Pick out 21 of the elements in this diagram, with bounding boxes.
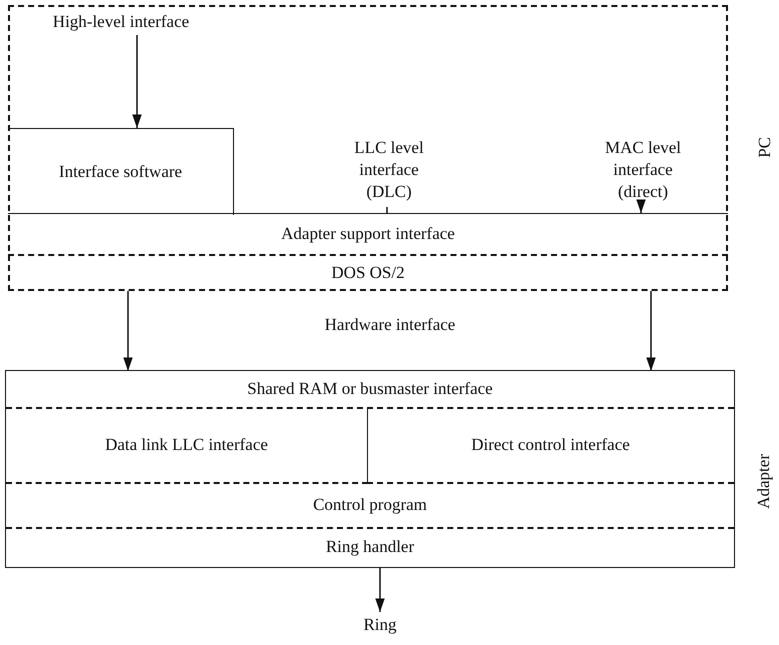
- interface-label: Ring: [350, 612, 410, 638]
- software-box: Interface software: [8, 128, 234, 215]
- layer-row: Shared RAM or busmaster interface: [6, 371, 734, 409]
- side-label: Adapter: [753, 454, 774, 509]
- connector-line: [386, 207, 388, 213]
- arrow: [375, 567, 385, 612]
- layer-row: Control program: [6, 483, 734, 529]
- side-label: PC: [754, 137, 775, 158]
- interface-label: High-level interface: [16, 9, 226, 35]
- arrow: [123, 291, 133, 371]
- arrow: [646, 291, 656, 371]
- interface-label: MAC level interface (direct): [588, 129, 698, 211]
- arrow: [636, 200, 646, 213]
- interface-label: Hardware interface: [324, 314, 456, 336]
- layer-row: Direct control interface: [367, 408, 734, 484]
- arrow: [132, 35, 142, 128]
- layer-row: Adapter support interface: [8, 213, 728, 256]
- layer-row: DOS OS/2: [8, 255, 728, 291]
- interface-label: LLC level interface (DLC): [339, 129, 439, 211]
- layer-row: Data link LLC interface: [6, 408, 368, 484]
- layer-row: Ring handler: [6, 528, 734, 567]
